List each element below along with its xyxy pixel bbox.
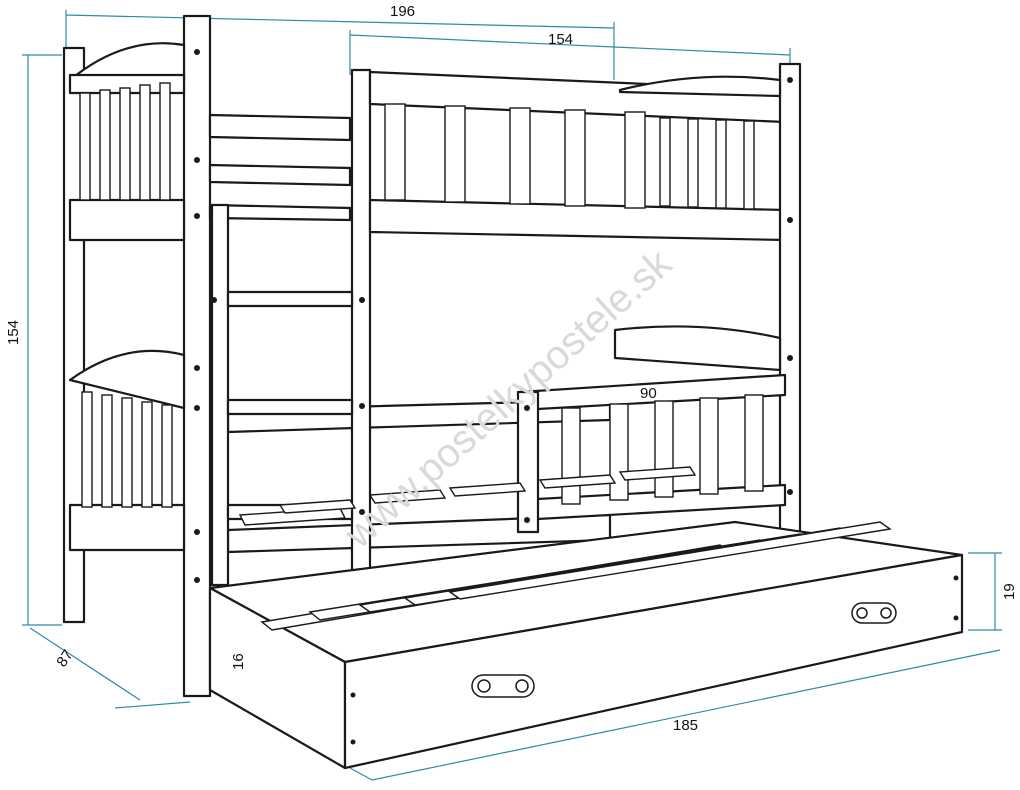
drawer-handle-right [851, 602, 897, 624]
dim-drawer-height: 19 [1001, 583, 1018, 600]
left-upper-slats [79, 82, 171, 201]
dim-total-length: 196 [390, 3, 415, 20]
dim-depth: 87 [53, 647, 76, 670]
upper-guard [368, 62, 802, 546]
drawer-bed [208, 520, 964, 770]
dimension-labels: 196 154 154 87 16 19 185 90 [5, 3, 1018, 734]
back-rails [208, 113, 612, 554]
dim-drawer-length: 185 [673, 717, 698, 734]
dim-height: 154 [5, 320, 22, 345]
lower-guard [516, 325, 787, 534]
left-lower-slats [81, 391, 173, 508]
dim-rail-length: 90 [640, 385, 657, 402]
upper-right-end-slats [659, 117, 755, 210]
lower-bed-slats [238, 466, 697, 526]
drawer-handle-left [471, 674, 535, 698]
dim-upper-length: 154 [548, 31, 573, 48]
left-end-frame [62, 14, 212, 698]
drawer-slats [260, 521, 892, 631]
dim-drawer-gap: 16 [230, 653, 247, 670]
bolts [194, 49, 793, 583]
